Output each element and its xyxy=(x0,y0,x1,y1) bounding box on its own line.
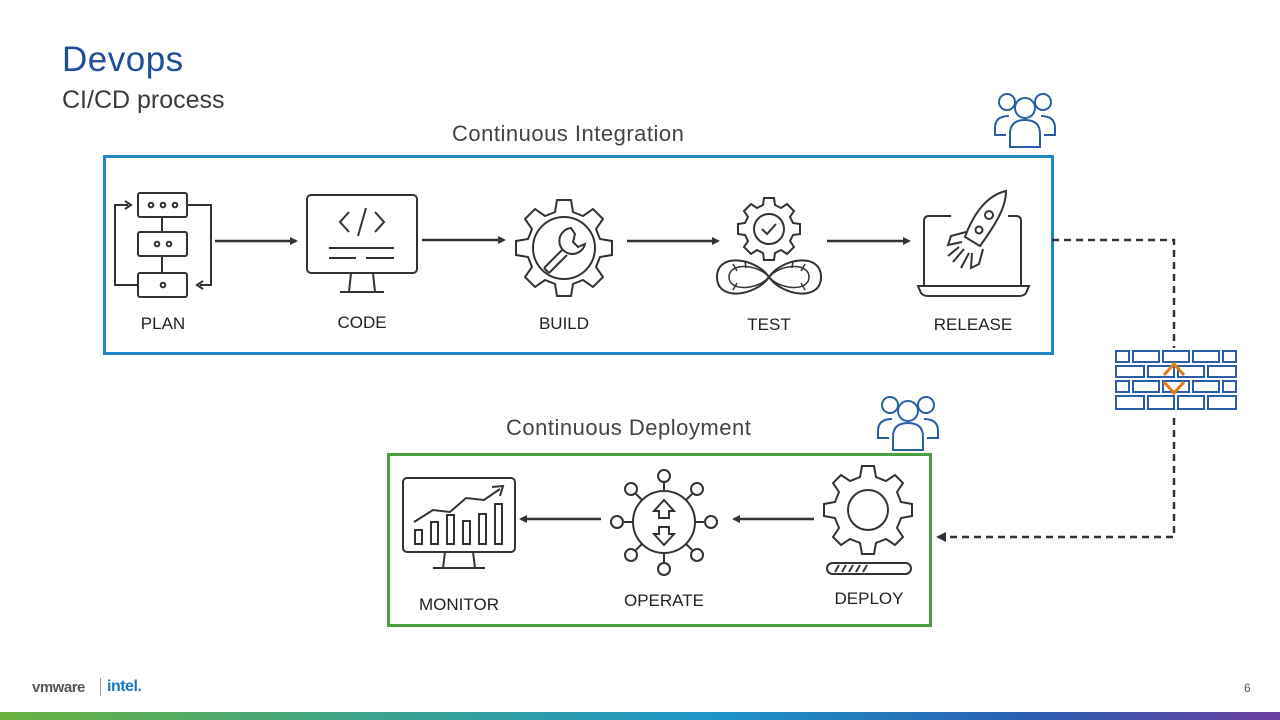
vmware-logo: vmware xyxy=(32,679,85,696)
ci-container xyxy=(103,155,1054,355)
logo-divider xyxy=(100,678,101,696)
step-label-test: TEST xyxy=(747,315,791,334)
code-monitor-icon xyxy=(306,194,418,293)
cd-container xyxy=(387,453,932,627)
step-label-build: BUILD xyxy=(538,314,590,333)
connector-arrowhead xyxy=(936,532,946,542)
wrench-gear-icon xyxy=(515,199,613,297)
monitor-chart-icon xyxy=(402,477,516,569)
gear-infinity-icon xyxy=(715,197,823,295)
step-label-monitor: MONITOR xyxy=(419,595,499,614)
team-icon xyxy=(994,93,1056,148)
footer-gradient-bar xyxy=(0,712,1280,720)
ci-section-title: Continuous Integration xyxy=(452,121,685,146)
slide-subtitle: CI/CD process xyxy=(62,86,225,114)
gear-progress-icon xyxy=(823,465,913,575)
ci-flow-arrows xyxy=(215,236,911,245)
step-label-release: RELEASE xyxy=(933,315,1013,334)
hub-arrows-icon xyxy=(610,469,718,576)
slide-title: Devops xyxy=(62,40,184,79)
intel-logo: intel. xyxy=(107,678,142,695)
page-number: 6 xyxy=(1244,681,1251,695)
plan-icon xyxy=(114,192,212,298)
team-icon xyxy=(877,396,939,451)
step-label-operate: OPERATE xyxy=(624,591,704,610)
firewall-icon xyxy=(1113,348,1239,414)
cd-section-title: Continuous Deployment xyxy=(506,415,752,440)
step-label-code: CODE xyxy=(337,313,387,332)
step-label-plan: PLAN xyxy=(140,314,186,333)
step-label-deploy: DEPLOY xyxy=(834,589,904,608)
rocket-laptop-icon xyxy=(916,189,1031,297)
